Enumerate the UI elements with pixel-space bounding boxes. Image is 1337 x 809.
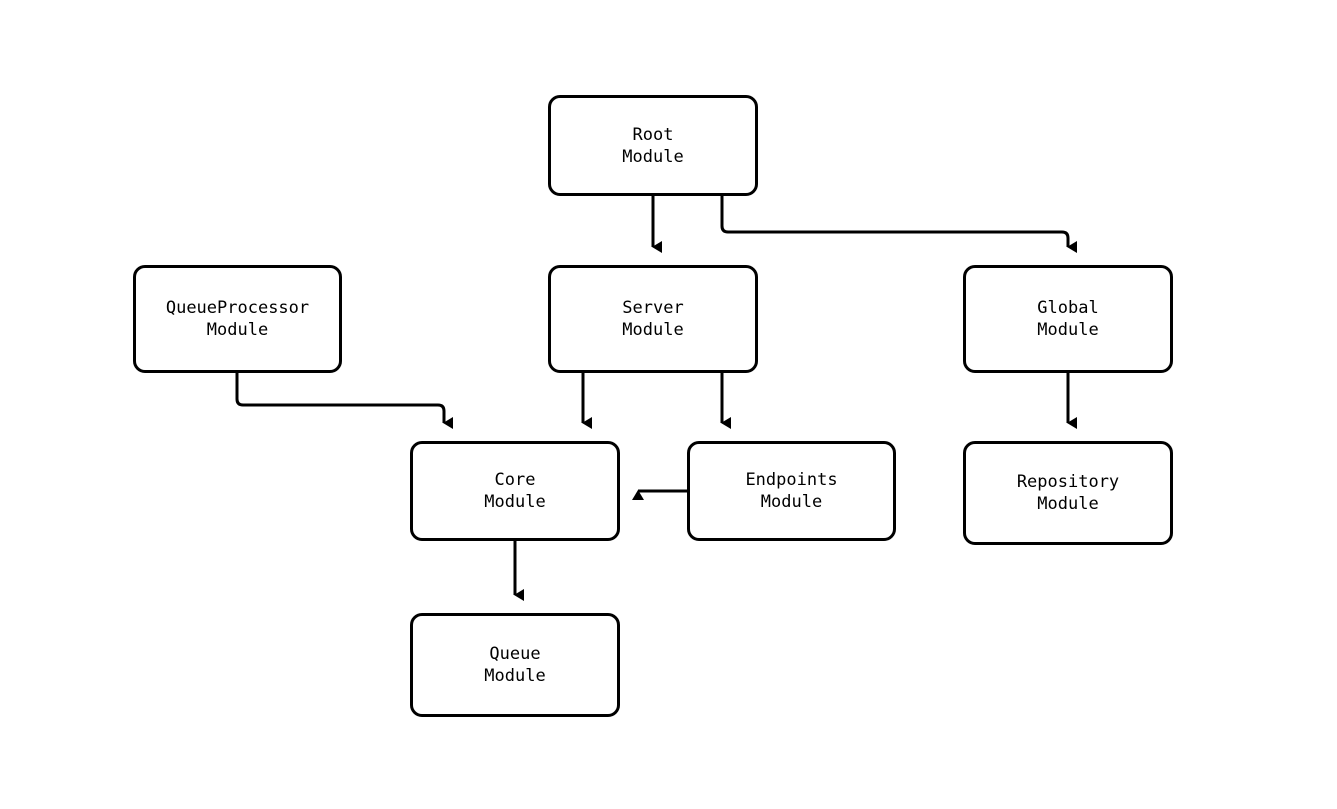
- node-queueprocessor[interactable]: QueueProcessor Module: [133, 265, 342, 373]
- node-root[interactable]: Root Module: [548, 95, 758, 196]
- node-global[interactable]: Global Module: [963, 265, 1173, 373]
- edge-root-to-global: [720, 196, 1077, 253]
- node-repository[interactable]: Repository Module: [963, 441, 1173, 545]
- node-endpoints-label: Endpoints Module: [745, 470, 838, 512]
- node-queueprocessor-label: QueueProcessor Module: [165, 298, 310, 340]
- node-endpoints[interactable]: Endpoints Module: [687, 441, 896, 541]
- node-queue-label: Queue Module: [484, 644, 546, 686]
- node-server[interactable]: Server Module: [548, 265, 758, 373]
- edge-queueprocessor-to-core: [235, 373, 453, 429]
- node-root-label: Root Module: [622, 124, 684, 167]
- node-queue[interactable]: Queue Module: [410, 613, 620, 717]
- node-server-label: Server Module: [622, 298, 684, 340]
- node-core[interactable]: Core Module: [410, 441, 620, 541]
- node-repository-label: Repository Module: [1016, 472, 1120, 514]
- node-global-label: Global Module: [1037, 298, 1099, 340]
- node-core-label: Core Module: [484, 470, 546, 512]
